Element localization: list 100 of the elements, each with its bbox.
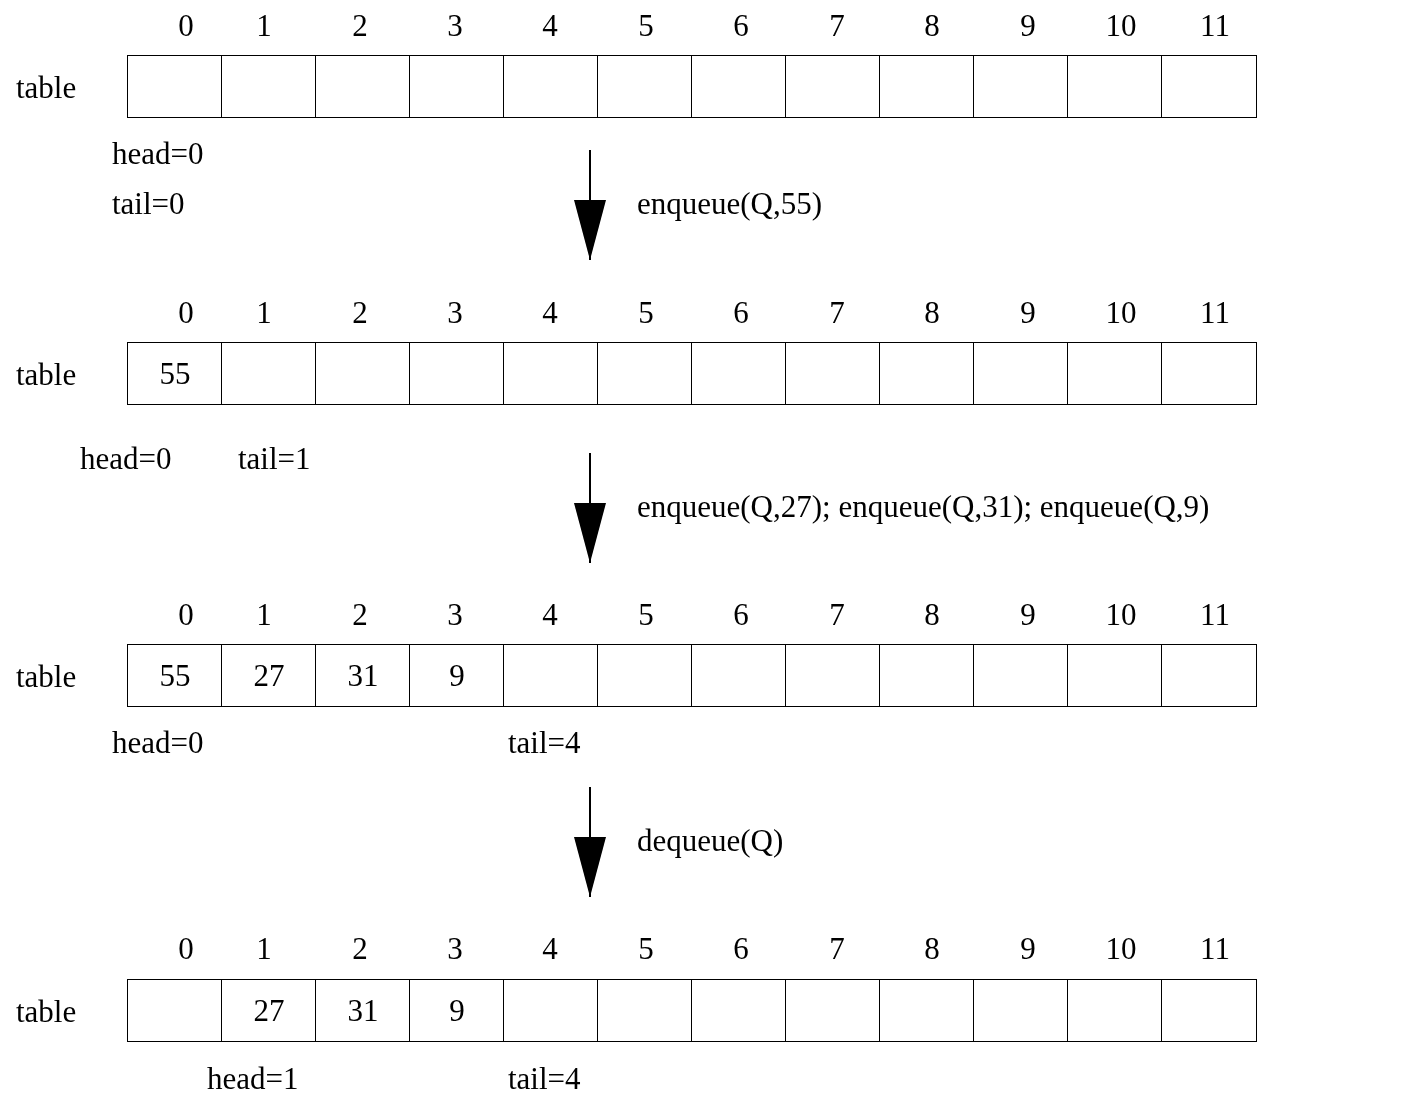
index-number: 2: [352, 599, 368, 630]
index-number: 5: [638, 933, 654, 964]
head-pointer-label: head=0: [80, 443, 172, 474]
array-cell: [597, 644, 693, 707]
array-cell: [785, 979, 881, 1042]
array-cell: 27: [221, 644, 317, 707]
array-cell: [879, 979, 975, 1042]
array-name: table: [16, 661, 77, 692]
array-cell: [597, 342, 693, 405]
array-cell: [691, 55, 787, 118]
array-cell: [503, 644, 599, 707]
array-cell: 55: [127, 342, 223, 405]
array-name: table: [16, 72, 77, 103]
index-number: 0: [178, 599, 194, 630]
index-number: 5: [638, 599, 654, 630]
array-cell: [973, 979, 1069, 1042]
array-cell: [973, 644, 1069, 707]
array-cell: [503, 55, 599, 118]
tail-pointer-label: tail=4: [508, 1063, 581, 1094]
array-cell: [973, 55, 1069, 118]
head-pointer-label: head=0: [112, 138, 204, 169]
index-number: 11: [1200, 933, 1230, 964]
tail-pointer-label: tail=1: [238, 443, 311, 474]
head-pointer-label: head=0: [112, 727, 204, 758]
array-cell: [1161, 342, 1257, 405]
index-number: 0: [178, 297, 194, 328]
array-cell: 55: [127, 644, 223, 707]
array-cell: [1067, 644, 1163, 707]
index-number: 4: [542, 933, 558, 964]
index-number: 11: [1200, 297, 1230, 328]
array-cell: [1161, 979, 1257, 1042]
array-cell: [315, 55, 411, 118]
index-number: 8: [924, 10, 940, 41]
array-cell: [1067, 342, 1163, 405]
array-cell: [1161, 644, 1257, 707]
array-cell: 27: [221, 979, 317, 1042]
array-cell: [503, 342, 599, 405]
index-number: 6: [733, 599, 749, 630]
index-number: 1: [256, 933, 272, 964]
array-cell: [973, 342, 1069, 405]
array-cell: [879, 55, 975, 118]
index-number: 7: [829, 297, 845, 328]
index-number: 9: [1020, 933, 1036, 964]
index-number: 8: [924, 599, 940, 630]
array-cell: [879, 644, 975, 707]
index-number: 2: [352, 933, 368, 964]
array-cell: 9: [409, 979, 505, 1042]
index-number: 10: [1105, 599, 1137, 630]
index-number: 1: [256, 10, 272, 41]
array-cell: [127, 55, 223, 118]
index-number: 3: [447, 10, 463, 41]
tail-pointer-label: tail=4: [508, 727, 581, 758]
array-name: table: [16, 359, 77, 390]
index-number: 3: [447, 297, 463, 328]
index-number: 11: [1200, 599, 1230, 630]
index-number: 10: [1105, 10, 1137, 41]
array-cell: [597, 55, 693, 118]
index-number: 7: [829, 10, 845, 41]
array-cell: [503, 979, 599, 1042]
index-number: 10: [1105, 933, 1137, 964]
array-cell: [409, 55, 505, 118]
index-number: 2: [352, 297, 368, 328]
array-cell: 31: [315, 644, 411, 707]
index-number: 3: [447, 599, 463, 630]
array-cell: [597, 979, 693, 1042]
index-number: 0: [178, 933, 194, 964]
index-number: 6: [733, 933, 749, 964]
index-number: 4: [542, 297, 558, 328]
head-pointer-label: head=1: [207, 1063, 299, 1094]
index-number: 0: [178, 10, 194, 41]
index-number: 8: [924, 933, 940, 964]
array-cell: [785, 55, 881, 118]
array-cell: [1067, 55, 1163, 118]
index-number: 7: [829, 599, 845, 630]
tail-pointer-label: tail=0: [112, 188, 185, 219]
index-number: 1: [256, 599, 272, 630]
edge-label: dequeue(Q): [637, 825, 784, 856]
array-cell: [409, 342, 505, 405]
index-number: 6: [733, 10, 749, 41]
array-cell: [1161, 55, 1257, 118]
index-number: 3: [447, 933, 463, 964]
array-cell: [691, 644, 787, 707]
index-number: 2: [352, 10, 368, 41]
index-number: 8: [924, 297, 940, 328]
index-number: 1: [256, 297, 272, 328]
array-cell: [691, 342, 787, 405]
array-cell: [1067, 979, 1163, 1042]
array-cell: [691, 979, 787, 1042]
array-cell: 31: [315, 979, 411, 1042]
index-number: 9: [1020, 10, 1036, 41]
index-number: 5: [638, 10, 654, 41]
index-number: 9: [1020, 297, 1036, 328]
index-number: 4: [542, 10, 558, 41]
array-cell: [221, 55, 317, 118]
array-cell: [127, 979, 223, 1042]
index-number: 10: [1105, 297, 1137, 328]
array-cell: 9: [409, 644, 505, 707]
array-cell: [785, 342, 881, 405]
array-cell: [315, 342, 411, 405]
index-number: 4: [542, 599, 558, 630]
